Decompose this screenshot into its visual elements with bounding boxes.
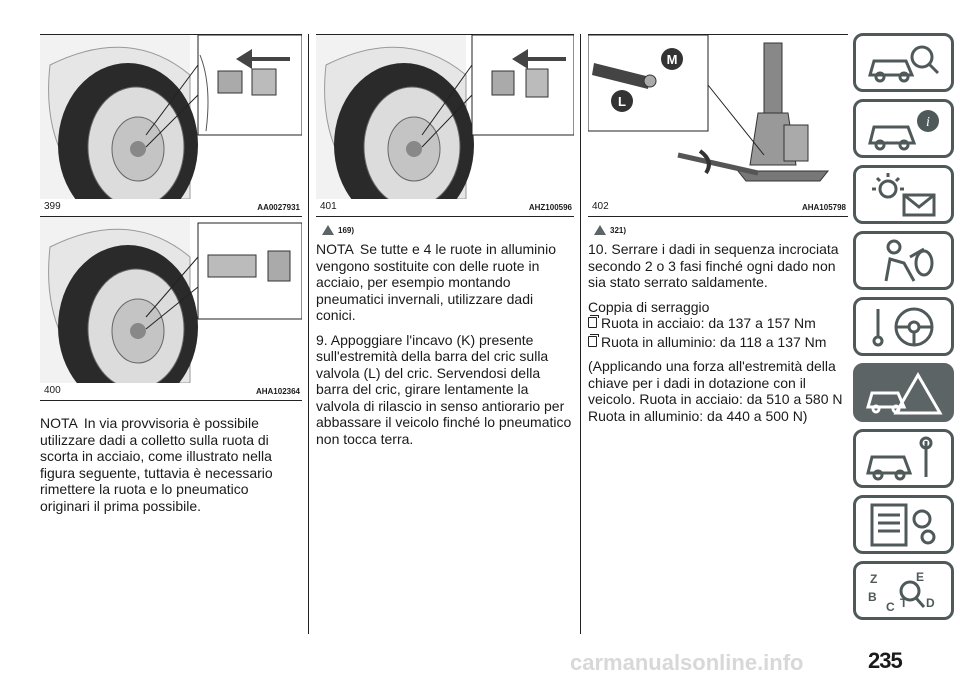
svg-text:C: C <box>886 600 895 614</box>
torque-item: Ruota in alluminio: da 118 a 137 Nm <box>588 333 848 351</box>
column-divider-1 <box>308 34 309 634</box>
car-info-icon: i <box>867 109 939 150</box>
label-m: M <box>667 52 678 67</box>
note-text: In via provvisoria è possibile utilizzar… <box>40 415 273 514</box>
svg-text:B: B <box>868 590 877 604</box>
svg-text:i: i <box>926 115 930 130</box>
force-paragraph: (Applicando una forza all'estremità dell… <box>588 358 843 424</box>
warning-triangle-icon <box>594 225 606 235</box>
torque-item-text: Ruota in acciaio: da 137 a 157 Nm <box>601 315 816 331</box>
figure-number: 401 <box>320 201 337 212</box>
column-3: M L 402 AHA105798 321) 10. Serrare i dad… <box>588 34 848 432</box>
figure-400: 400 AHA102364 <box>40 217 302 401</box>
watermark: carmanualsonline.info <box>570 650 804 675</box>
emergency-tab[interactable] <box>853 363 954 422</box>
figure-number: 402 <box>592 201 609 212</box>
figure-number: 400 <box>44 385 61 396</box>
checkbox-bullet-icon <box>588 333 599 347</box>
figure-401: 401 AHZ100596 <box>316 34 574 217</box>
note-text: Se tutte e 4 le ruote in alluminio vengo… <box>316 241 556 323</box>
figure-code: AHA105798 <box>801 203 846 212</box>
warning-ref-number: 321) <box>610 225 627 235</box>
figure-code: AHZ100596 <box>528 203 572 212</box>
svg-text:D: D <box>926 596 935 610</box>
warning-reference[interactable]: 169) <box>322 225 574 235</box>
wheel-nut-illustration <box>40 35 302 199</box>
checkbox-bullet-icon <box>588 315 599 328</box>
svg-text:Z: Z <box>870 572 877 586</box>
wheel-nut-illustration <box>316 35 574 199</box>
wheel-collar-nut-illustration <box>40 217 302 383</box>
light-envelope-icon <box>871 172 935 216</box>
lights-messages-tab[interactable] <box>853 165 954 224</box>
svg-text:T: T <box>900 596 908 610</box>
safety-tab[interactable] <box>853 231 954 290</box>
step-10-paragraph: 10. Serrare i dadi in sequenza incrociat… <box>588 241 839 290</box>
car-wrench-icon <box>865 436 932 480</box>
column-divider-2 <box>580 34 581 634</box>
svg-text:E: E <box>916 570 924 584</box>
car-search-icon <box>867 45 939 82</box>
page-number: 235 <box>868 648 903 673</box>
note-label: NOTA <box>40 415 78 431</box>
driving-tab[interactable] <box>853 297 954 356</box>
maintenance-tab[interactable] <box>853 429 954 488</box>
figure-number: 399 <box>44 201 61 212</box>
torque-item-text: Ruota in alluminio: da 118 a 137 Nm <box>601 333 827 350</box>
figure-caption: 402 AHA105798 <box>588 199 848 217</box>
figure-code: AA0027931 <box>257 203 300 212</box>
airbag-person-icon <box>884 239 933 282</box>
torque-item: Ruota in acciaio: da 137 a 157 Nm <box>588 315 848 332</box>
figure-caption: 399 AA0027931 <box>40 199 302 217</box>
steering-wheel-icon <box>872 307 933 346</box>
know-car-tab[interactable]: i <box>853 99 954 158</box>
note-label: NOTA <box>316 241 354 257</box>
figure-399: 399 AA0027931 <box>40 34 302 217</box>
figure-code: AHA102364 <box>255 387 300 396</box>
figure-caption: 401 AHZ100596 <box>316 199 574 217</box>
warning-ref-number: 169) <box>338 225 355 235</box>
warning-reference[interactable]: 321) <box>594 225 848 235</box>
step-9-paragraph: 9. Appoggiare l'incavo (K) presente sull… <box>316 331 572 447</box>
figure-caption: 400 AHA102364 <box>40 383 302 401</box>
jack-valve-illustration: M L <box>588 35 830 182</box>
technical-data-tab[interactable] <box>853 495 954 554</box>
spec-gear-icon <box>870 503 935 546</box>
figure-402: M L 402 AHA105798 <box>588 34 848 217</box>
warning-triangle-icon <box>322 225 334 235</box>
warning-car-icon <box>865 371 943 414</box>
label-l: L <box>618 94 626 109</box>
dashboard-tab[interactable] <box>853 33 954 92</box>
torque-title: Coppia di serraggio <box>588 298 710 315</box>
